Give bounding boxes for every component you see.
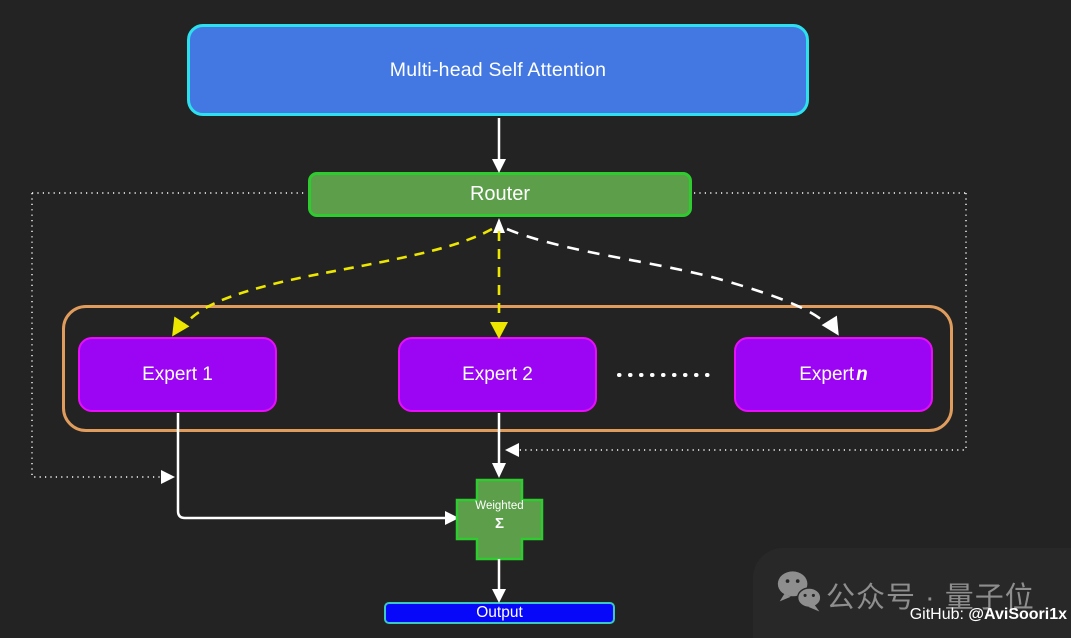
expert2-to-sum-arrowhead [492, 463, 506, 478]
router-junction-up-arrowhead [493, 218, 505, 233]
expert-2-label: Expert 2 [462, 363, 533, 385]
expert1-to-sum-arrowhead [445, 511, 459, 525]
weighted-sum-text: Weighted [475, 500, 524, 512]
github-credit: GitHub: @AviSoori1x [910, 606, 1067, 624]
weighted-sum-node [455, 478, 544, 561]
router-box: Router [308, 172, 692, 217]
multi-head-self-attention-label: Multi-head Self Attention [389, 58, 607, 81]
expert-n-variable: n [856, 363, 868, 385]
output-label: Output [476, 604, 523, 621]
expert-2-box: Expert 2 [398, 337, 597, 412]
wechat-icon [777, 571, 822, 612]
expert-1-label: Expert 1 [142, 363, 213, 385]
github-handle: @AviSoori1x [968, 606, 1067, 623]
sigma-symbol: Σ [494, 514, 504, 532]
sum-to-output-arrowhead [492, 589, 506, 603]
wechat-account-label: 公众号 · 量子位 [826, 582, 1035, 614]
output-box: Output [384, 602, 615, 624]
attention-to-router-arrowhead [492, 159, 506, 173]
router-label: Router [469, 183, 531, 205]
github-prefix: GitHub: [909, 606, 969, 623]
multi-head-self-attention-box: Multi-head Self Attention [187, 24, 809, 116]
weighted-sum-label: Weighted Σ [456, 499, 543, 533]
dotted-left-arrowhead [161, 470, 175, 484]
expert-1-box: Expert 1 [78, 337, 277, 412]
dotted-right-arrowhead [505, 443, 519, 457]
